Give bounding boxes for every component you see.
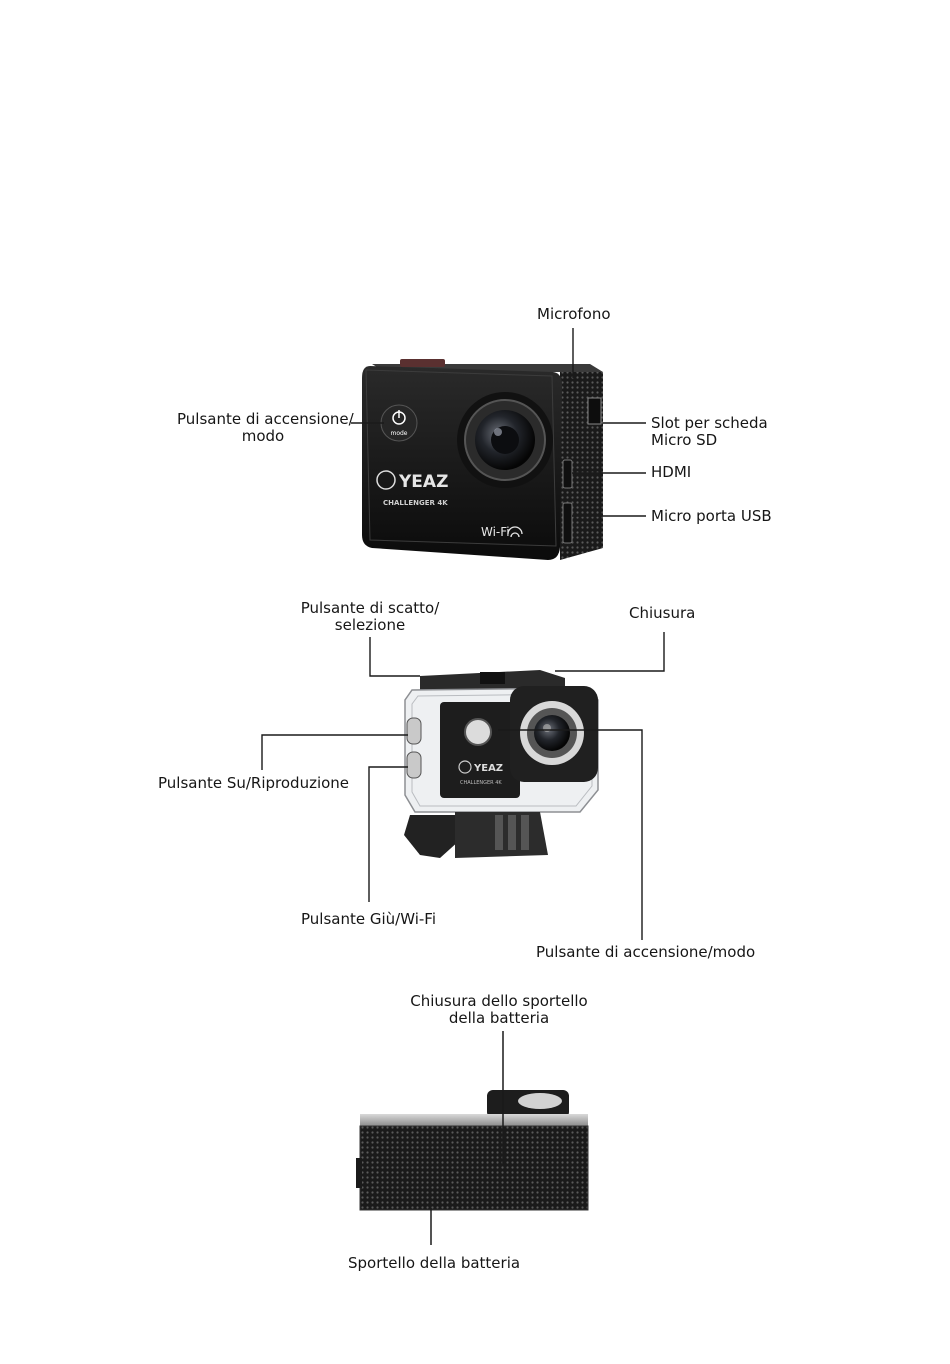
label-battery-door-lock: Chiusura dello sportello della batteria	[404, 993, 594, 1027]
label-micro-sd-line1: Slot per scheda	[651, 414, 768, 432]
label-power-mode: Pulsante di accensione/ modo	[177, 410, 354, 445]
label-battery-door: Sportello della batteria	[348, 1254, 521, 1272]
label-power-mode-line1: Pulsante di accensione/	[177, 410, 354, 428]
label-micro-sd-line2: Micro SD	[651, 431, 718, 449]
label-power-mode-2: Pulsante di accensione/modo	[536, 943, 756, 961]
camera-top-figure	[356, 1090, 589, 1211]
callout-lines-figure2	[261, 632, 665, 940]
label-up-playback: Pulsante Su/Riproduzione	[158, 774, 350, 792]
label-shutter-line1: Pulsante di scatto/	[300, 599, 440, 617]
label-battery-door-lock-line2: della batteria	[448, 1009, 550, 1027]
model-text: CHALLENGER 4K	[383, 499, 448, 507]
callout-lines-figure3	[430, 1031, 504, 1245]
label-shutter-line2: selezione	[334, 616, 406, 634]
label-micro-usb: Micro porta USB	[651, 507, 772, 525]
label-power-mode-line2: modo	[241, 427, 285, 445]
camera-front-figure: mode YEAZ CHALLENGER 4K Wi-Fi	[362, 359, 603, 560]
case-model-text: CHALLENGER 4K	[460, 780, 502, 786]
label-microphone: Microfono	[537, 305, 611, 323]
label-shutter-select: Pulsante di scatto/ selezione	[296, 600, 444, 634]
label-hdmi: HDMI	[651, 463, 692, 481]
camera-case-figure: YEAZ CHALLENGER 4K	[404, 670, 599, 858]
label-micro-sd-slot: Slot per scheda Micro SD	[651, 415, 768, 449]
callout-lines-figure1	[351, 328, 646, 517]
wifi-text: Wi-Fi	[481, 525, 510, 539]
label-down-wifi: Pulsante Giù/Wi-Fi	[301, 910, 436, 928]
case-brand-text: YEAZ	[473, 763, 503, 774]
brand-text: YEAZ	[398, 472, 448, 492]
label-battery-door-lock-line1: Chiusura dello sportello	[410, 992, 588, 1010]
label-lock: Chiusura	[629, 604, 696, 622]
mode-text: mode	[390, 430, 407, 437]
